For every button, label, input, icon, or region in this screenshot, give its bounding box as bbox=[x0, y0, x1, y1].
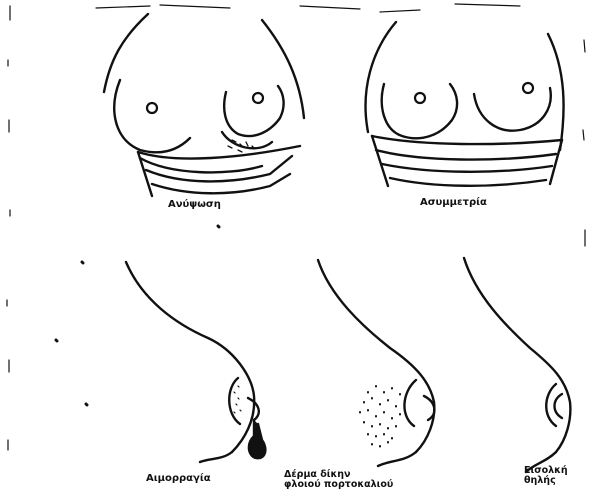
profile-upper bbox=[126, 262, 254, 452]
caption-asymmetry: Ασυμμετρία bbox=[420, 198, 487, 208]
caption-elevation: Ανύψωση bbox=[168, 200, 221, 210]
torso-outline-left bbox=[366, 22, 396, 132]
figure-retraction bbox=[464, 258, 570, 472]
figure-elevation bbox=[104, 14, 304, 196]
nipple-left bbox=[415, 93, 425, 103]
profile-upper bbox=[464, 258, 570, 452]
scan-specks bbox=[56, 226, 219, 405]
drape-fold-1 bbox=[376, 150, 556, 160]
figure-asymmetry bbox=[366, 22, 564, 186]
caption-retraction: Εισολκή θηλής bbox=[524, 466, 568, 485]
breast-right-outline bbox=[474, 88, 551, 131]
retracted-nipple bbox=[555, 394, 563, 418]
figure-orange-peel bbox=[318, 260, 434, 466]
caption-retraction-line-2: θηλής bbox=[524, 476, 568, 486]
areola-stipple bbox=[234, 386, 241, 413]
nipple-right bbox=[523, 83, 533, 93]
areola bbox=[404, 380, 416, 426]
areola bbox=[229, 378, 240, 424]
drape-side-left bbox=[138, 152, 152, 196]
drape-fold-1 bbox=[140, 158, 262, 172]
orange-peel-dots bbox=[360, 386, 400, 447]
drape-side-right bbox=[550, 140, 562, 184]
caption-orange-peel: Δέρμα δίκην φλοιού πορτοκαλιού bbox=[284, 470, 393, 489]
blood-drop bbox=[249, 420, 265, 458]
scan-edge-marks bbox=[7, 4, 585, 450]
profile-lower bbox=[378, 452, 416, 466]
caption-orange-peel-line-2: φλοιού πορτοκαλιού bbox=[284, 480, 393, 490]
nipple-left bbox=[147, 103, 157, 113]
profile-lower bbox=[200, 452, 232, 462]
breast-left-outline bbox=[114, 80, 190, 152]
profile-upper bbox=[318, 260, 434, 452]
figure-bleeding bbox=[126, 262, 265, 462]
caption-bleeding: Αιμορραγία bbox=[146, 474, 211, 484]
drape-fold-2 bbox=[382, 164, 552, 172]
drape-side-left bbox=[372, 136, 388, 186]
breast-right-lower bbox=[222, 132, 272, 148]
drape-fold-3 bbox=[390, 178, 546, 186]
nipple-right bbox=[253, 93, 263, 103]
torso-outline-left bbox=[104, 14, 148, 92]
drape-top bbox=[372, 136, 562, 144]
